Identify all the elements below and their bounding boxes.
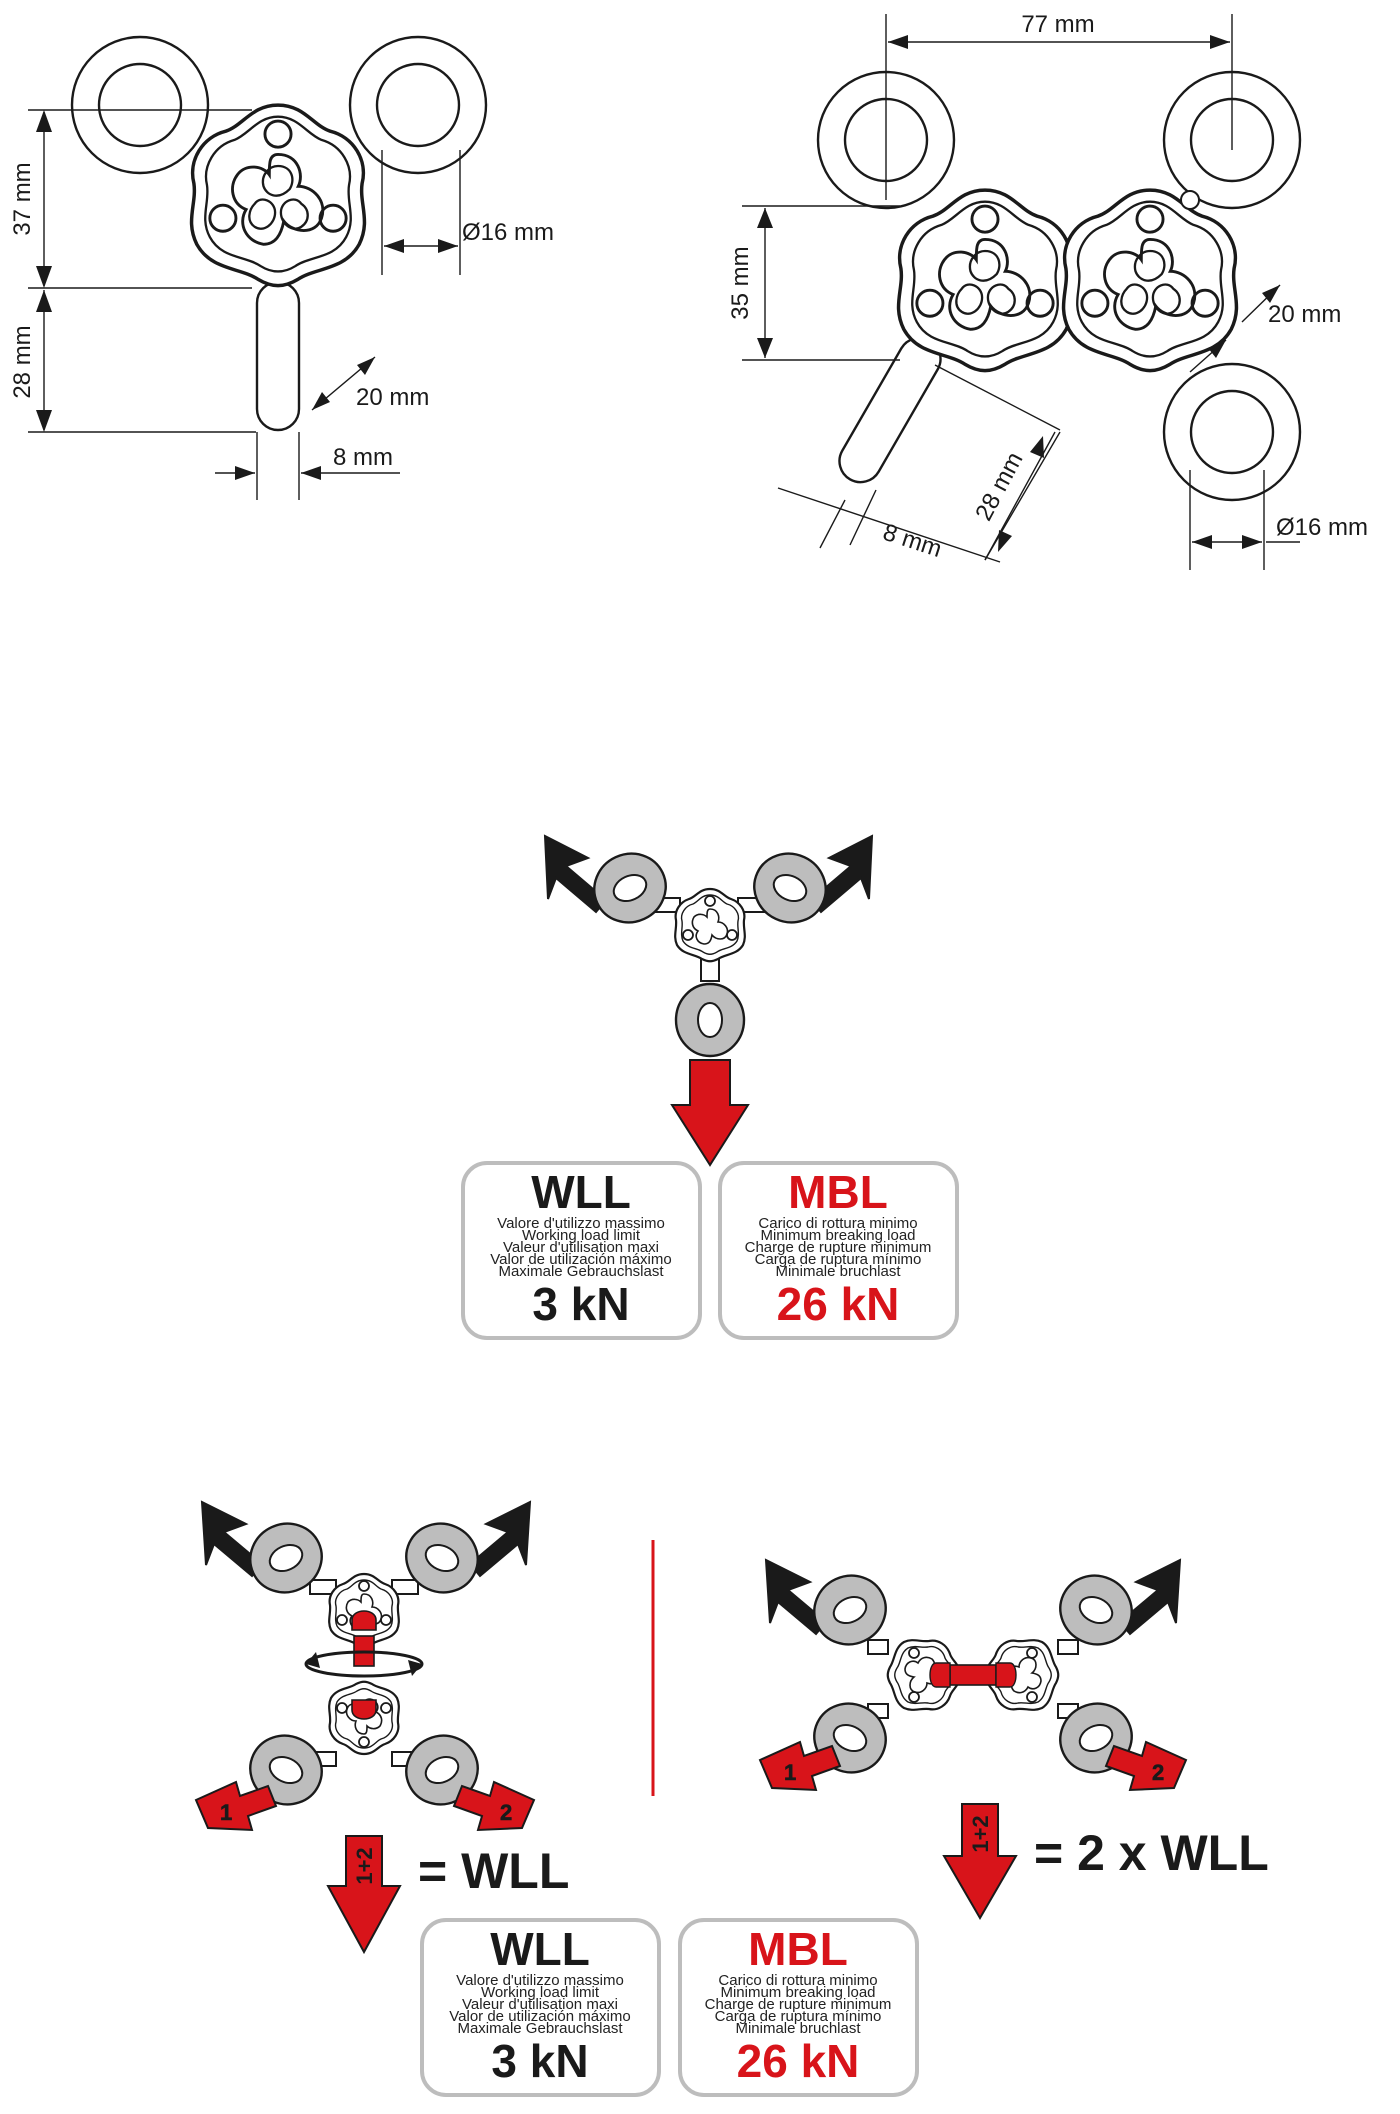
mbl-title-double: MBL — [748, 1923, 848, 1975]
arrow-up-right-icon — [468, 1500, 532, 1578]
dim-height-bottom: 28 mm — [9, 325, 36, 398]
wll-value-single: 3 kN — [532, 1278, 629, 1330]
mbl-desc-double-3: Charge de rupture minimum — [705, 1996, 892, 2013]
mbl-value-double: 26 kN — [737, 2035, 860, 2087]
dim-arm-width: 8 mm — [880, 519, 945, 563]
arrow-load-1-icon — [194, 1780, 278, 1832]
resultant-label-side: 1+2 — [968, 1815, 993, 1852]
dim-slot-width: 8 mm — [333, 444, 393, 471]
arrow-load-down-icon — [670, 1059, 750, 1167]
load-diagram-single — [543, 834, 874, 1167]
mbl-title-single: MBL — [788, 1166, 888, 1218]
wll-desc-single-3: Valeur d'utilisation maxi — [503, 1239, 659, 1256]
mbl-desc-double-2: Minimum breaking load — [720, 1984, 875, 2001]
equation-side: = 2 x WLL — [1034, 1825, 1269, 1881]
wll-value-double: 3 kN — [491, 2035, 588, 2087]
mbl-box-single — [718, 1161, 959, 1340]
dim-height-top: 37 mm — [9, 162, 36, 235]
mbl-desc-double-4: Carga de ruptura mínimo — [715, 2008, 882, 2025]
wll-desc-single-2: Working load limit — [522, 1227, 641, 1244]
arrow-label-1-side: 1 — [784, 1760, 796, 1785]
mbl-desc-single-5: Minimale bruchlast — [775, 1263, 901, 1280]
dim-plate-height: 35 mm — [727, 246, 754, 319]
dim-slot-length-right: 20 mm — [1268, 301, 1341, 328]
drawing-double-plate: 77 mm 35 mm 20 mm 28 mm 8 mm Ø16 mm — [727, 11, 1368, 570]
wll-box-double — [420, 1918, 661, 2097]
mbl-desc-single-4: Carga de ruptura mínimo — [755, 1251, 922, 1268]
mbl-desc-single-2: Minimum breaking load — [760, 1227, 915, 1244]
load-box-single: WLL Valore d'utilizzo massimo Working lo… — [461, 1161, 959, 1340]
arrow-label-2-side: 2 — [1152, 1760, 1164, 1785]
mbl-value-single: 26 kN — [777, 1278, 900, 1330]
arrow-load-2-icon — [1104, 1740, 1188, 1792]
arrow-load-1-icon — [758, 1740, 842, 1792]
arrow-label-2-stacked: 2 — [500, 1800, 512, 1825]
dim-ring-diameter-right: Ø16 mm — [1276, 514, 1368, 541]
wll-desc-double-3: Valeur d'utilisation maxi — [462, 1996, 618, 2013]
load-box-double: WLL Valore d'utilizzo massimo Working lo… — [420, 1918, 919, 2097]
dim-arm-length: 28 mm — [970, 448, 1028, 525]
wll-desc-single-5: Maximale Gebrauchslast — [498, 1263, 664, 1280]
mbl-box-double — [678, 1918, 919, 2097]
mbl-desc-single-1: Carico di rottura minimo — [758, 1215, 917, 1232]
wll-desc-single-4: Valor de utilización máximo — [490, 1251, 671, 1268]
wll-box-single — [461, 1161, 702, 1340]
arrow-load-2-icon — [452, 1780, 536, 1832]
load-diagram-side: 1 2 1+2 = 2 x WLL — [758, 1558, 1269, 1920]
dim-total-width: 77 mm — [1021, 11, 1094, 38]
arrow-label-1-stacked: 1 — [220, 1800, 232, 1825]
wll-desc-single-1: Valore d'utilizzo massimo — [497, 1215, 665, 1232]
mbl-desc-double-1: Carico di rottura minimo — [718, 1972, 877, 1989]
load-diagram-stacked: 1 2 1+2 = WLL — [194, 1500, 569, 1955]
wll-desc-double-5: Maximale Gebrauchslast — [457, 2020, 623, 2037]
dim-slot-length: 20 mm — [356, 384, 429, 411]
wll-desc-double-2: Working load limit — [481, 1984, 600, 2001]
drawing-single-plate: 37 mm 28 mm Ø16 mm 20 mm 8 mm — [9, 35, 554, 500]
wll-title-single: WLL — [531, 1166, 631, 1218]
wll-desc-double-4: Valor de utilización máximo — [449, 2008, 630, 2025]
mbl-desc-double-5: Minimale bruchlast — [735, 2020, 861, 2037]
wll-desc-double-1: Valore d'utilizzo massimo — [456, 1972, 624, 1989]
dim-ring-diameter: Ø16 mm — [462, 219, 554, 246]
wll-title-double: WLL — [490, 1923, 590, 1975]
resultant-label-stacked: 1+2 — [352, 1847, 377, 1884]
mbl-desc-single-3: Charge de rupture minimum — [745, 1239, 932, 1256]
arrow-resultant-icon — [326, 1835, 402, 1955]
arrow-resultant-icon — [942, 1803, 1018, 1920]
equation-stacked: = WLL — [418, 1843, 569, 1899]
